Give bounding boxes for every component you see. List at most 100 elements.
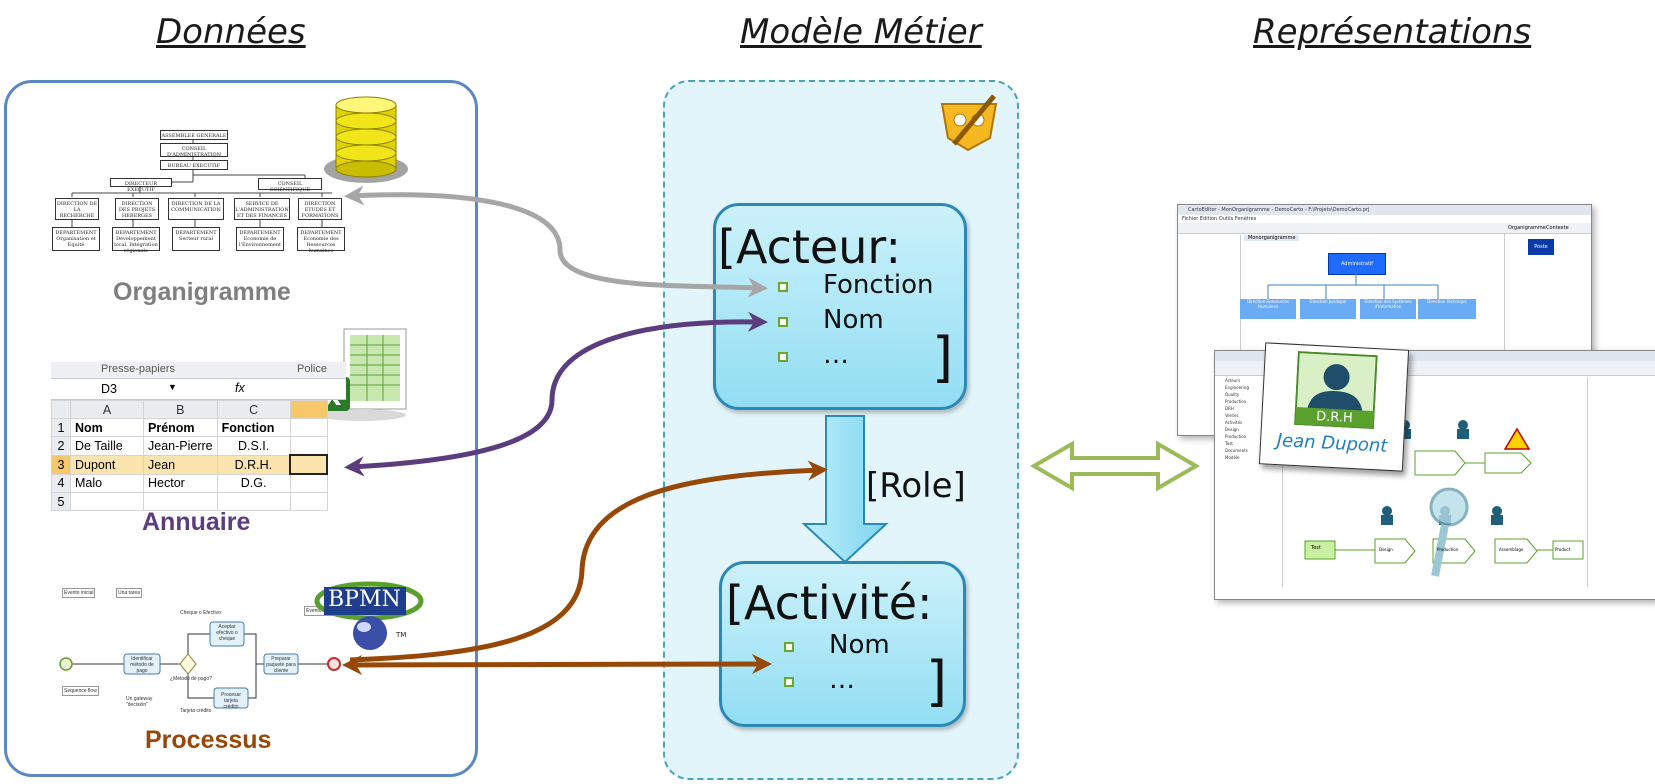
- org-box: DEPARTEMENT Economie des Ressources huma…: [297, 227, 345, 254]
- bpmn-task-label: Identificar método de pago: [130, 656, 154, 674]
- bpmn-connectors: [59, 621, 341, 709]
- app-menubar: Fichier Edition Outils Fenêtres: [1182, 216, 1257, 222]
- org-box: DIRECTEUR EXECUTIF: [110, 178, 172, 193]
- chevron-down-icon[interactable]: ▼: [168, 382, 177, 392]
- diagram-tab[interactable]: Monorganigramme: [1244, 235, 1300, 241]
- bpmn-annotation: Evento inicial: [62, 588, 96, 598]
- table-cell[interactable]: [289, 492, 328, 511]
- org-box: BUREAU EXECUTIF: [160, 160, 228, 170]
- column-header[interactable]: [289, 400, 328, 419]
- acteur-close-bracket: ]: [932, 326, 954, 389]
- side-node: Poste: [1528, 239, 1554, 255]
- heading-modele-metier: Modèle Métier: [740, 12, 982, 52]
- heading-donnees: Données: [156, 12, 306, 52]
- bpmn-flow-label: Tarjeta crédito: [180, 708, 212, 714]
- table-cell[interactable]: Jean: [143, 454, 218, 475]
- row-number[interactable]: 1: [51, 418, 71, 437]
- tree-item[interactable]: Test: [1225, 441, 1233, 446]
- namebox[interactable]: D3: [101, 382, 117, 396]
- org-box: DIRECTION ETUDES ET FORMATIONS: [298, 198, 342, 220]
- row-number[interactable]: 5: [51, 492, 71, 511]
- process-step-label: Assemblage: [1499, 547, 1524, 552]
- database-icon: [324, 96, 408, 183]
- process-step-label: Design: [1379, 547, 1393, 552]
- activite-item-more: …: [829, 665, 855, 695]
- bpmn-trademark: TM: [396, 631, 407, 639]
- table-cell[interactable]: Jean-Pierre: [143, 436, 218, 456]
- table-cell[interactable]: Fonction: [216, 418, 291, 437]
- org-child-node: Direction des Systèmes d'Information: [1360, 299, 1416, 319]
- ribbon-group-bar: Presse-papiers Police: [51, 362, 346, 379]
- table-cell[interactable]: De Taille: [70, 436, 144, 456]
- column-header-row: A B C: [51, 400, 328, 419]
- org-tree-lines: [1267, 273, 1439, 299]
- tree-item[interactable]: Engineering: [1225, 385, 1249, 390]
- org-box: DEPARTEMENT Secteur rural: [172, 227, 220, 251]
- bullet-icon: [778, 352, 788, 362]
- activite-box: [719, 561, 966, 727]
- role-label: [Role]: [866, 466, 966, 506]
- bpmn-process: Evento inicial Una tarea Identificar mét…: [54, 588, 354, 717]
- row-number[interactable]: 3: [51, 454, 71, 475]
- tree-item[interactable]: Production: [1225, 399, 1247, 404]
- org-child-node: Direction Ressources Humaines: [1240, 299, 1296, 319]
- bpmn-task-label: Aceptar efectivo o cheque: [216, 624, 238, 642]
- bpmn-annotation: Un gateway "decisión": [126, 696, 153, 708]
- table-cell[interactable]: [70, 492, 144, 511]
- tree-item[interactable]: Ventes: [1225, 413, 1239, 418]
- table-cell[interactable]: Prénom: [143, 418, 218, 437]
- ribbon-presse-papiers[interactable]: Presse-papiers: [101, 363, 175, 375]
- org-child-node: Direction Juridique: [1300, 299, 1356, 319]
- tree-item[interactable]: Quality: [1225, 392, 1240, 397]
- org-box: DEPARTEMENT Economie de l'Environnement: [236, 227, 284, 251]
- tree-item[interactable]: Design: [1225, 427, 1239, 432]
- process-step-label: Product: [1555, 547, 1571, 552]
- org-box: DIRECTION DE LA RECHERCHE: [55, 198, 99, 220]
- tree-item[interactable]: Production: [1225, 434, 1247, 439]
- bpmn-task-label: Preparar paquete para cliente: [266, 656, 296, 674]
- properties-panel: [1587, 377, 1654, 587]
- side-tab[interactable]: Organigramme: [1508, 225, 1546, 231]
- acteur-item-fonction: Fonction: [823, 270, 934, 300]
- table-row-selected: 3 Dupont Jean D.R.H.: [51, 454, 329, 475]
- side-panel: [1504, 233, 1589, 423]
- app-tree: [1180, 235, 1241, 425]
- table-cell[interactable]: [289, 418, 328, 437]
- bpmn-task-label: Procesar tarjeta crédito: [220, 692, 241, 710]
- formula-icon[interactable]: fx: [235, 381, 245, 395]
- tree-item[interactable]: Activités: [1225, 420, 1243, 425]
- bullet-icon: [778, 317, 788, 327]
- bpmn-gateway-label: ¿Método de pago?: [170, 676, 212, 682]
- process-diagram: [1304, 420, 1584, 577]
- side-tab[interactable]: Contexte: [1546, 225, 1569, 231]
- active-cell[interactable]: [289, 454, 329, 475]
- org-box: DIRECTION DES PROJETS HEBERGES: [115, 198, 159, 220]
- table-cell[interactable]: D.R.H.: [216, 454, 291, 475]
- org-box: SERVICE DE L'ADMINISTRATION ET DES FINAN…: [234, 198, 290, 220]
- activite-title: [Activité:: [726, 576, 933, 630]
- app-toolbar: [1178, 223, 1591, 234]
- bpmn-annotation: Sequence flow: [62, 686, 99, 696]
- tree-item[interactable]: Modèle: [1225, 455, 1240, 460]
- acteur-item-more: …: [823, 340, 849, 370]
- model-icon: [940, 94, 998, 152]
- bullet-icon: [784, 677, 794, 687]
- org-box: CONSEIL SCIENTIFIQUE: [258, 178, 322, 193]
- double-arrow: [1030, 440, 1200, 492]
- ribbon-police[interactable]: Police: [297, 363, 327, 375]
- table-cell[interactable]: Nom: [70, 418, 144, 437]
- row-number[interactable]: 4: [51, 473, 71, 493]
- organigramme-label: Organigramme: [113, 278, 291, 306]
- table-row: 5: [51, 492, 328, 511]
- tree-item[interactable]: DRH: [1225, 406, 1234, 411]
- org-box: ASSEMBLEE GENERALE: [160, 130, 228, 140]
- table-cell[interactable]: Dupont: [70, 454, 144, 475]
- bullet-icon: [778, 282, 788, 292]
- annuaire-spreadsheet: Presse-papiers Police D3 ▼ fx A B C 1 No…: [51, 362, 346, 511]
- processus-role-arrow: [349, 460, 828, 663]
- tree-item[interactable]: Acteurs: [1225, 378, 1241, 383]
- annuaire-label: Annuaire: [142, 508, 251, 536]
- bpmn-logo: BPMN TM: [314, 575, 424, 655]
- tree-item[interactable]: Documents: [1225, 448, 1248, 453]
- bpmn-flow-label: Cheque o Efectivo: [180, 610, 221, 616]
